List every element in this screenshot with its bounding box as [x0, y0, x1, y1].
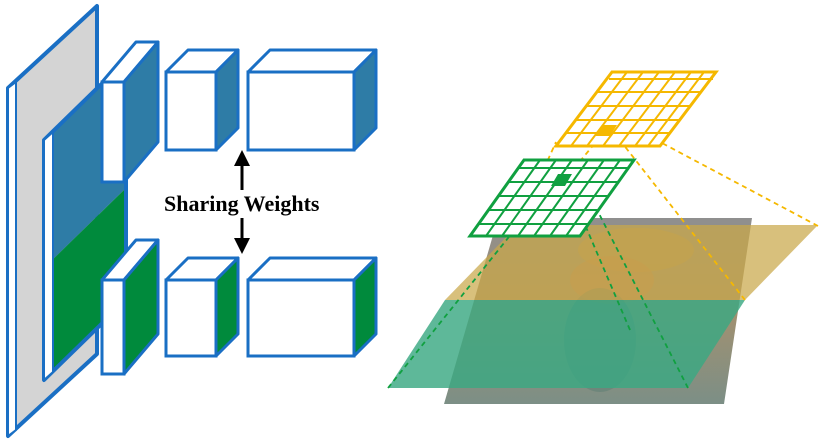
lower-plane — [388, 300, 745, 388]
green-kernel-grid — [467, 158, 637, 238]
bottom-cube-3 — [246, 256, 378, 358]
right-visualization — [387, 70, 819, 404]
top-cube-3 — [246, 48, 378, 152]
green-kernel-center — [551, 174, 572, 186]
orange-kernel-center — [595, 125, 617, 136]
top-cube-2 — [164, 48, 240, 152]
top-cube-1 — [100, 40, 160, 184]
bottom-cube-1 — [100, 238, 160, 376]
bottom-cube-2 — [164, 256, 240, 358]
sharing-weights-label: Sharing Weights — [164, 191, 320, 216]
arrow-down-icon — [234, 218, 250, 254]
arrow-up-icon — [234, 150, 250, 190]
left-network: Sharing Weights — [6, 4, 378, 438]
upper-plane — [445, 225, 818, 300]
orange-kernel-grid — [552, 70, 720, 148]
